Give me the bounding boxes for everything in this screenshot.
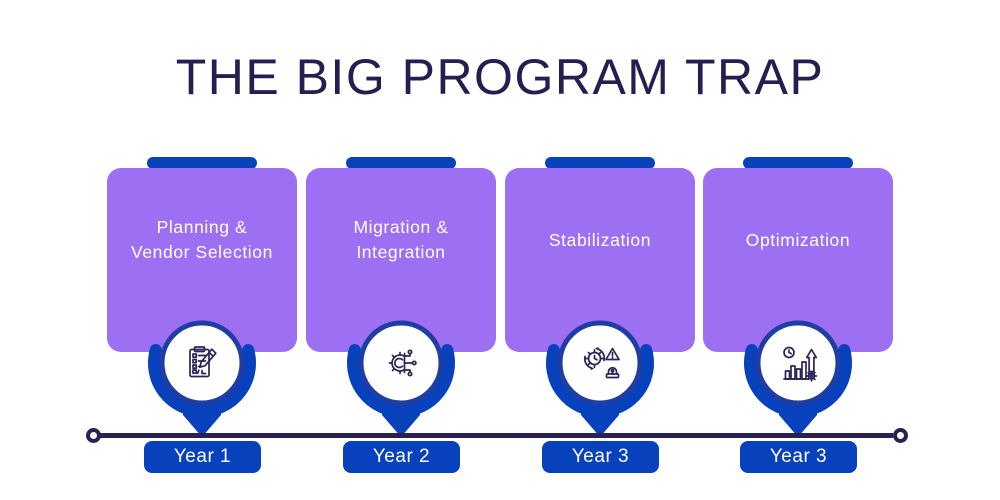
page-title: THE BIG PROGRAM TRAP — [175, 49, 825, 105]
connector-marker — [546, 320, 654, 437]
card-top-tab — [346, 157, 456, 169]
timeline-right-endpoint — [892, 427, 908, 443]
card-top-tab — [147, 157, 257, 169]
card-label: Planning & Vendor Selection — [131, 217, 273, 262]
card-label: Optimization — [745, 229, 851, 250]
year-badge: Year 2 — [343, 441, 460, 473]
card-label: Migration & Integration — [353, 217, 449, 262]
gear-clock-warning-alarm-icon — [583, 347, 620, 379]
card-label: Stabilization — [548, 229, 652, 250]
timeline-left-endpoint — [85, 427, 101, 443]
timeline-line — [100, 433, 893, 438]
growth-chart-arrow-gear-icon — [783, 346, 818, 382]
card-top-tab — [545, 157, 655, 169]
card-top-tab — [743, 157, 853, 169]
connector-marker — [148, 320, 256, 437]
connector-marker — [347, 320, 455, 437]
year-badge: Year 1 — [144, 441, 261, 473]
connector-marker — [744, 320, 852, 437]
year-badge: Year 3 — [740, 441, 857, 473]
year-badge: Year 3 — [542, 441, 659, 473]
clipboard-checklist-pencil-icon — [189, 346, 217, 378]
gear-network-integration-icon — [388, 349, 417, 377]
